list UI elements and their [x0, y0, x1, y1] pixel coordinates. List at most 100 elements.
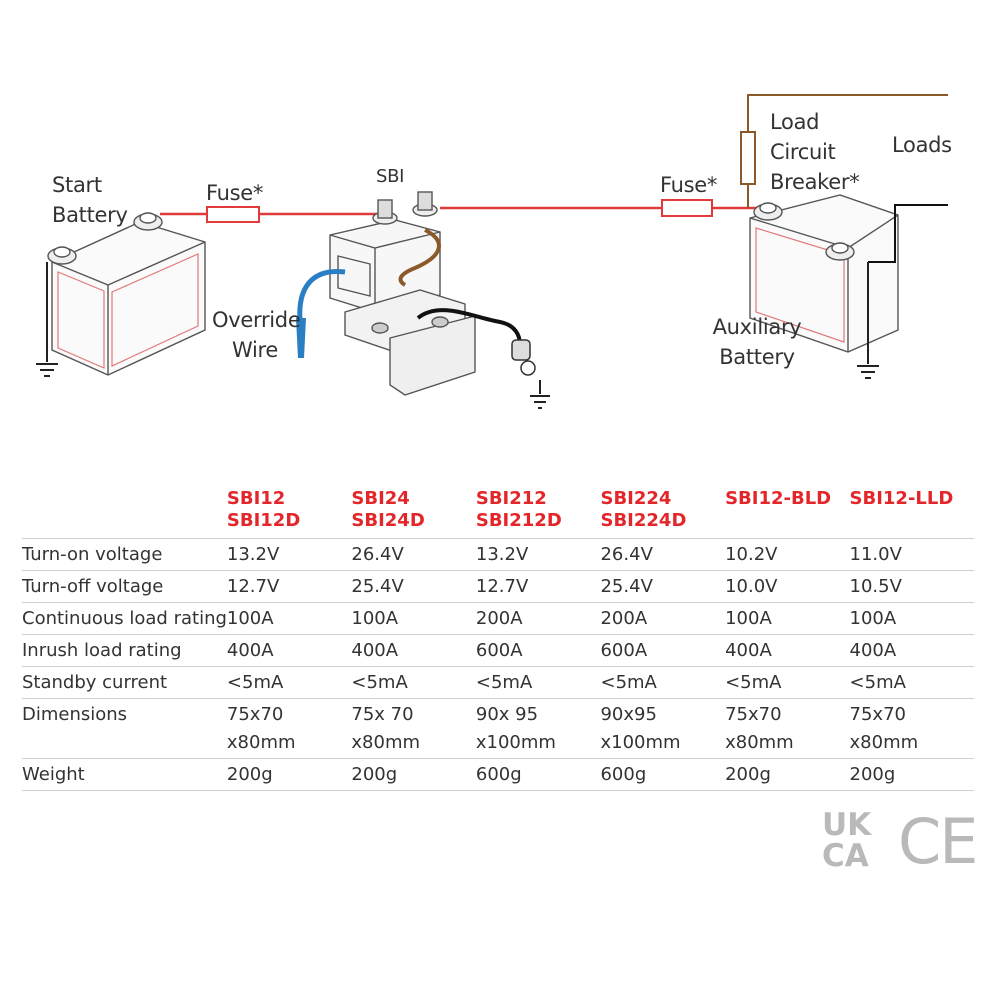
table-cell: 200g	[351, 758, 476, 791]
table-cell: 75x70 x80mm	[849, 698, 974, 759]
red-wire-left	[160, 206, 380, 223]
table-cell: 12.7V	[226, 570, 352, 603]
row-label: Continuous load rating	[22, 602, 227, 635]
table-cell: 26.4V	[600, 538, 726, 571]
table-cell: <5mA	[226, 666, 352, 699]
row-label: Inrush load rating	[22, 634, 227, 667]
start-battery-ground-icon	[36, 262, 58, 377]
header-col-3-line2: SBI212D	[475, 510, 562, 531]
table-cell: <5mA	[475, 666, 601, 699]
sbi-ground-icon	[530, 380, 550, 409]
start-battery-label: Start Battery	[52, 173, 128, 227]
table-cell: 13.2V	[226, 538, 352, 571]
table-cell: <5mA	[849, 666, 974, 699]
row-label: Standby current	[22, 666, 227, 699]
table-cell: 200g	[226, 758, 352, 791]
ukca-mark-line2: CA	[822, 838, 869, 874]
auxiliary-ground-icon	[857, 262, 879, 379]
table-cell: 13.2V	[475, 538, 601, 571]
ukca-mark-line1: UK	[822, 807, 872, 843]
header-col-4-line2: SBI224D	[600, 510, 687, 531]
table-cell: 600A	[475, 634, 601, 667]
header-blank	[22, 484, 227, 539]
header-col-6: SBI12-LLD	[849, 484, 974, 539]
header-col-5-line1: SBI12-BLD	[725, 488, 832, 509]
table-cell: 600A	[600, 634, 726, 667]
row-label: Turn-off voltage	[22, 570, 227, 603]
table-cell: 200g	[849, 758, 974, 791]
loads-wire	[868, 204, 948, 263]
header-col-4-line1: SBI224	[600, 488, 672, 509]
override-wire-label: Override Wire	[212, 308, 301, 362]
table-cell: 600g	[475, 758, 601, 791]
start-battery-illustration	[47, 212, 206, 376]
sbi-label: SBI	[376, 166, 405, 187]
table-cell: 25.4V	[351, 570, 476, 603]
header-col-2-line2: SBI24D	[351, 510, 425, 531]
table-row: Standby current<5mA<5mA<5mA<5mA<5mA<5mA	[22, 666, 974, 699]
table-cell: 100A	[849, 602, 974, 635]
table-cell: <5mA	[600, 666, 726, 699]
red-wire-right	[440, 199, 765, 217]
row-label: Turn-on voltage	[22, 538, 227, 571]
loads-label: Loads	[892, 133, 952, 157]
wiring-diagram	[36, 94, 948, 409]
table-cell: 200g	[725, 758, 850, 791]
table-cell: <5mA	[351, 666, 476, 699]
fuse-left-label: Fuse*	[206, 181, 264, 205]
auxiliary-battery-illustration	[749, 194, 899, 353]
override-wire	[297, 269, 346, 321]
ce-mark: CE	[898, 805, 976, 875]
header-col-5: SBI12-BLD	[725, 484, 850, 539]
table-cell: <5mA	[725, 666, 850, 699]
table-cell: 10.2V	[725, 538, 850, 571]
auxiliary-battery-label: Auxiliary Battery	[712, 315, 802, 369]
header-col-3-line1: SBI212	[475, 488, 547, 509]
brown-wire	[398, 228, 441, 287]
load-circuit-breaker-icon	[740, 131, 756, 185]
ring-terminal-icon	[511, 339, 536, 376]
table-cell: 11.0V	[849, 538, 974, 571]
load-circuit-breaker-label: Load Circuit Breaker*	[770, 110, 860, 194]
table-cell: 600g	[600, 758, 726, 791]
header-col-6-line1: SBI12-LLD	[849, 488, 954, 509]
header-col-2-line1: SBI24	[351, 488, 410, 509]
table-cell: 200A	[475, 602, 601, 635]
table-cell: 100A	[351, 602, 476, 635]
certification-marks: UK CA CE	[822, 805, 978, 875]
table-cell: 400A	[725, 634, 850, 667]
table-cell: 90x95 x100mm	[600, 698, 726, 759]
sbi-unit-illustration	[329, 191, 476, 396]
fuse-right-icon	[661, 199, 713, 217]
black-ground-wire	[416, 308, 522, 346]
override-wire-terminal	[296, 318, 306, 358]
table-cell: 26.4V	[351, 538, 476, 571]
table-cell: 400A	[849, 634, 974, 667]
table-cell: 200A	[600, 602, 726, 635]
table-cell: 75x 70 x80mm	[351, 698, 476, 759]
table-cell: 400A	[351, 634, 476, 667]
table-cell: 10.0V	[725, 570, 850, 603]
table-cell: 25.4V	[600, 570, 726, 603]
fuse-right-label: Fuse*	[660, 173, 718, 197]
row-label: Weight	[22, 758, 227, 791]
table-cell: 90x 95 x100mm	[475, 698, 601, 759]
table-cell: 75x70 x80mm	[725, 698, 850, 759]
table-cell: 100A	[226, 602, 352, 635]
header-col-1-line2: SBI12D	[226, 510, 301, 531]
table-cell: 10.5V	[849, 570, 974, 603]
table-cell: 100A	[725, 602, 850, 635]
table-cell: 400A	[226, 634, 352, 667]
